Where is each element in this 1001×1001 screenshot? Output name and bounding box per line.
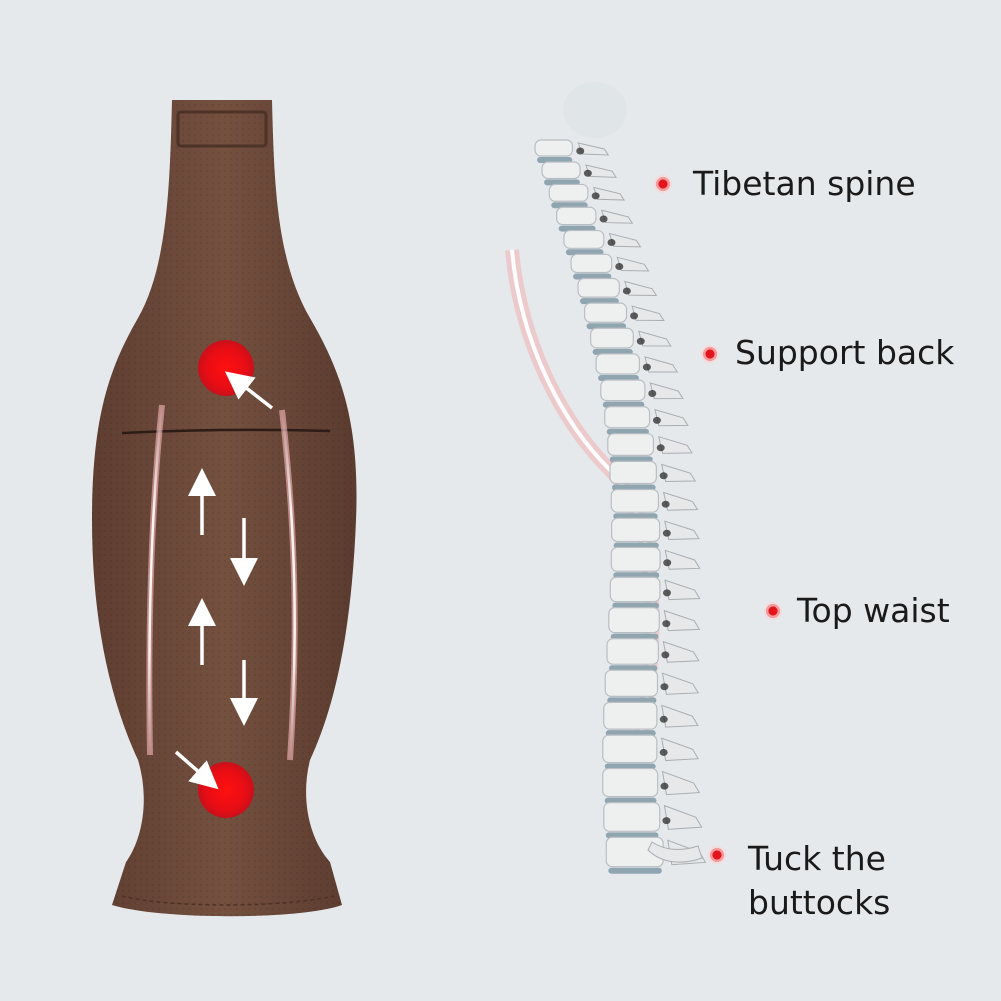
vertebra (602, 734, 658, 764)
cushion-seam (121, 428, 331, 435)
spinous-process (663, 804, 703, 830)
foramen (662, 620, 671, 628)
spinous-process (661, 672, 700, 695)
vertebra (609, 460, 657, 485)
foramen (576, 147, 585, 155)
vertebra (603, 802, 661, 832)
foramen (659, 715, 668, 723)
vertebra (604, 669, 659, 697)
vertebra (610, 546, 661, 572)
foramen (630, 312, 639, 320)
foramen (656, 444, 665, 452)
foramen (615, 263, 624, 271)
foramen (636, 337, 645, 345)
vertebra (610, 488, 660, 513)
cushion-strap (176, 110, 268, 148)
foramen (642, 363, 651, 371)
spinous-process (660, 463, 697, 483)
foramen (660, 782, 669, 790)
spinous-process (661, 704, 699, 728)
vertebra (563, 229, 605, 249)
spine-illustration (534, 82, 707, 874)
foramen (648, 390, 657, 398)
foramen (622, 287, 631, 295)
spinous-process (663, 609, 701, 632)
spinous-process (658, 435, 693, 454)
diagonal-arrow-icon (174, 750, 219, 790)
vertebra (602, 767, 659, 798)
cushion (92, 100, 357, 917)
foramen (659, 748, 668, 756)
foramen (662, 589, 671, 597)
vertebra (603, 701, 658, 730)
spinal-disc (608, 867, 662, 874)
spinous-process (661, 737, 700, 762)
tailbone (647, 841, 703, 863)
spinous-process (661, 770, 701, 796)
vertebra (590, 327, 634, 349)
red-dot-marker-icon (764, 602, 782, 620)
label-support-back: Support back (735, 333, 955, 372)
vertebra (583, 302, 628, 323)
foramen (662, 529, 671, 537)
spinous-process (644, 356, 679, 373)
vertebra (548, 183, 589, 202)
vertebra (534, 139, 574, 157)
red-dot-marker-icon (701, 345, 719, 363)
spinous-process (662, 640, 700, 663)
foramen (652, 416, 661, 424)
label-tuck-line2: buttocks (748, 883, 891, 922)
vertebra (611, 517, 661, 543)
vertebra (609, 576, 661, 603)
foramen (583, 169, 592, 177)
vertebra (600, 379, 646, 402)
vertebra (608, 607, 660, 634)
foramen (607, 239, 616, 247)
vertebra (607, 433, 655, 456)
spinous-process (649, 382, 684, 400)
foramen (599, 215, 608, 223)
foramen (661, 651, 670, 659)
vertebra (556, 206, 597, 226)
red-dot-marker-icon (708, 846, 726, 864)
diagonal-arrow-icon (224, 371, 274, 410)
foramen (660, 683, 669, 691)
vertebra (577, 277, 620, 298)
heat-spot-lower (198, 762, 254, 818)
red-dot-marker-icon (654, 175, 672, 193)
spinous-process (664, 579, 701, 601)
foramen (659, 472, 668, 480)
label-top-waist: Top waist (797, 591, 950, 630)
label-tibetan-spine: Tibetan spine (693, 164, 916, 203)
vertebra (606, 638, 659, 665)
cushion-bottom-stitch (121, 895, 335, 906)
vertebra (604, 405, 651, 429)
label-tuck-line1: Tuck the (748, 839, 886, 878)
spinous-process (638, 330, 672, 347)
vertebra (570, 253, 613, 274)
spinous-process (664, 549, 701, 570)
foramen (661, 500, 670, 508)
foramen (663, 559, 672, 567)
vertebra (541, 161, 581, 180)
vertebra (595, 353, 641, 375)
spinous-process (664, 520, 700, 540)
spinous-process (662, 491, 699, 511)
foramen (591, 192, 600, 200)
spinous-process (654, 408, 689, 427)
foramen (662, 817, 671, 825)
